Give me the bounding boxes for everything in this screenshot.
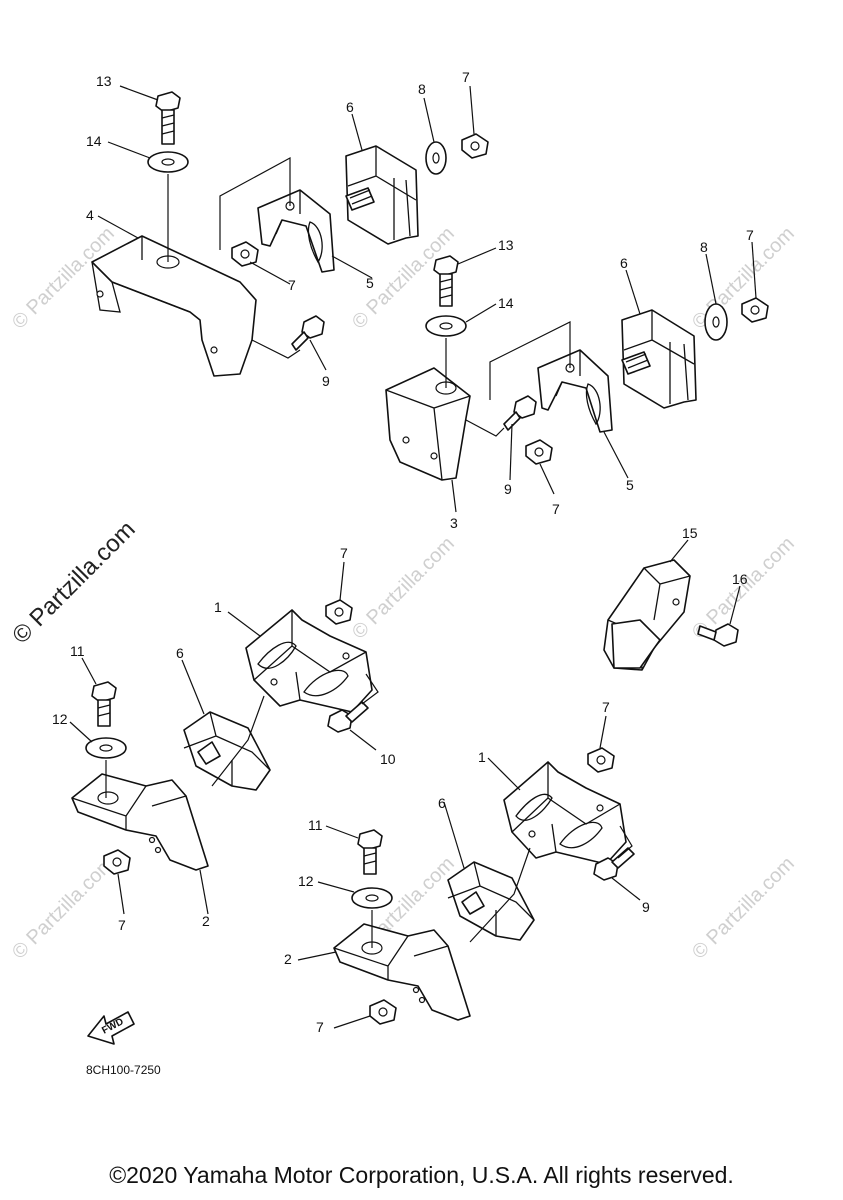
callout-6: 6 — [346, 99, 354, 115]
callout-11: 11 — [308, 817, 323, 833]
bolt-13 — [155, 91, 181, 145]
callout-9: 9 — [322, 373, 330, 389]
callout-13: 13 — [96, 73, 112, 89]
copyright-notice: ©2020 Yamaha Motor Corporation, U.S.A. A… — [109, 1162, 734, 1188]
mount-rubber-6 — [183, 711, 271, 791]
callout-13: 13 — [498, 237, 514, 253]
bracket-1 — [503, 761, 627, 865]
callout-11: 11 — [70, 643, 85, 659]
watermark: © Partzilla.com — [348, 533, 459, 644]
fwd-arrow: FWD — [87, 1011, 135, 1045]
callout-6: 6 — [176, 645, 184, 661]
bolt-13 — [433, 255, 459, 307]
callouts: 13 14 4 6 8 7 7 5 9 13 14 6 8 7 9 7 5 3 … — [52, 69, 754, 1035]
watermark-large: © Partzilla.com — [7, 516, 140, 649]
callout-16: 16 — [732, 571, 748, 587]
callout-7: 7 — [746, 227, 754, 243]
assembly-group-a — [91, 91, 489, 377]
bracket-2 — [71, 773, 209, 871]
callout-12: 12 — [52, 711, 68, 727]
callout-2: 2 — [284, 951, 292, 967]
callout-7: 7 — [288, 277, 296, 293]
watermark: © Partzilla.com — [8, 223, 119, 334]
bolt-11 — [357, 829, 383, 875]
bolt-9 — [593, 847, 635, 881]
callout-15: 15 — [682, 525, 698, 541]
callout-7: 7 — [602, 699, 610, 715]
mount-rubber-6 — [621, 309, 697, 409]
callout-3: 3 — [450, 515, 458, 531]
callout-8: 8 — [700, 239, 708, 255]
callout-1: 1 — [214, 599, 222, 615]
callout-7: 7 — [316, 1019, 324, 1035]
watermark: © Partzilla.com — [688, 853, 799, 964]
mount-rubber-6 — [447, 861, 535, 941]
assembly-group-e — [333, 747, 635, 1025]
bracket-2 — [333, 923, 471, 1021]
assembly-group-c — [603, 559, 739, 671]
callout-2: 2 — [202, 913, 210, 929]
callout-6: 6 — [438, 795, 446, 811]
bolt-16 — [697, 623, 739, 647]
bolt-9 — [503, 395, 537, 431]
bracket-3 — [385, 367, 471, 481]
callout-7: 7 — [118, 917, 126, 933]
callout-4: 4 — [86, 207, 94, 223]
assembly-group-b — [385, 255, 769, 481]
watermark: © Partzilla.com — [8, 853, 119, 964]
diagram-code: 8CH100-7250 — [86, 1063, 161, 1077]
callout-7: 7 — [552, 501, 560, 517]
bolt-10 — [327, 701, 369, 733]
callout-7: 7 — [462, 69, 470, 85]
bracket-15 — [603, 559, 691, 671]
bolt-9 — [291, 315, 325, 351]
callout-14: 14 — [498, 295, 514, 311]
callout-9: 9 — [642, 899, 650, 915]
bracket-1 — [245, 609, 373, 713]
callout-9: 9 — [504, 481, 512, 497]
bolt-11 — [91, 681, 117, 727]
bracket-5 — [257, 189, 335, 273]
bracket-5 — [537, 349, 613, 433]
callout-5: 5 — [366, 275, 374, 291]
callout-12: 12 — [298, 873, 314, 889]
callout-7: 7 — [340, 545, 348, 561]
callout-6: 6 — [620, 255, 628, 271]
callout-1: 1 — [478, 749, 486, 765]
callout-14: 14 — [86, 133, 102, 149]
callout-10: 10 — [380, 751, 396, 767]
assembly-group-d — [71, 599, 379, 875]
callout-5: 5 — [626, 477, 634, 493]
bracket-4 — [91, 235, 257, 377]
leader-lines — [69, 85, 757, 1029]
callout-8: 8 — [418, 81, 426, 97]
mount-rubber-6 — [345, 145, 419, 245]
